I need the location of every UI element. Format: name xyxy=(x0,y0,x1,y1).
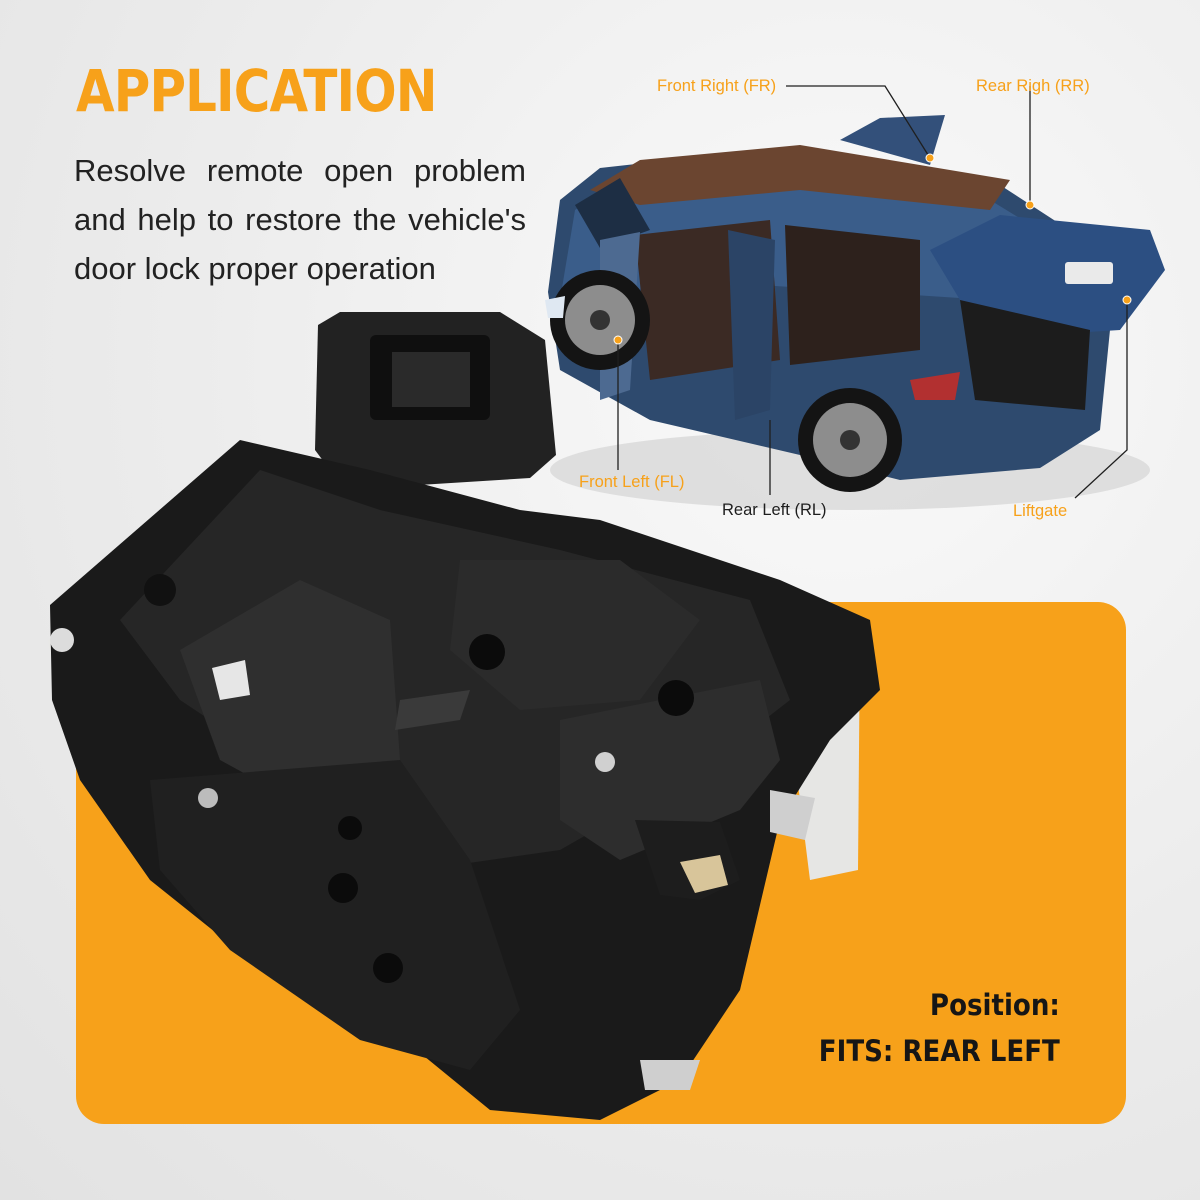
label-liftgate: Liftgate xyxy=(1013,502,1068,520)
label-rear-left: Rear Left (RL) xyxy=(722,501,827,519)
label-rear-right: Rear Righ (RR) xyxy=(976,77,1090,95)
position-fits: FITS: REAR LEFT xyxy=(818,1034,1060,1068)
application-description: Resolve remote open problem and help to … xyxy=(74,153,526,286)
label-front-right: Front Right (FR) xyxy=(657,77,777,95)
position-block: Position: FITS: REAR LEFT xyxy=(792,982,1060,1074)
label-front-left: Front Left (FL) xyxy=(579,473,685,491)
position-heading: Position: xyxy=(930,988,1060,1022)
page-title: APPLICATION xyxy=(76,57,438,125)
